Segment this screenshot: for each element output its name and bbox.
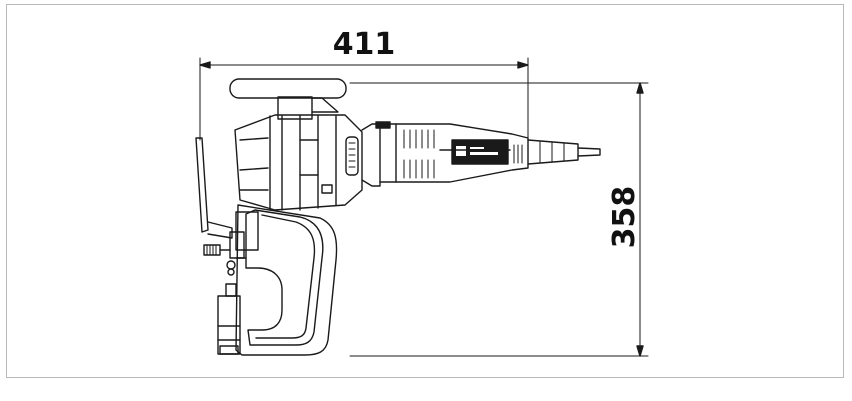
height-dimension-label: 358 <box>607 186 642 249</box>
width-dimension-label: 411 <box>333 27 396 62</box>
c-frame <box>229 204 338 356</box>
drawing-frame <box>6 4 844 378</box>
height-dimension <box>349 82 649 357</box>
lower-die <box>217 283 241 355</box>
top-handle <box>229 78 347 120</box>
width-dimension <box>199 57 529 141</box>
motor-body <box>361 121 529 187</box>
adjustment-knob <box>203 244 236 276</box>
side-lever <box>195 137 233 239</box>
gear-head <box>234 114 363 211</box>
power-cable <box>527 139 601 165</box>
